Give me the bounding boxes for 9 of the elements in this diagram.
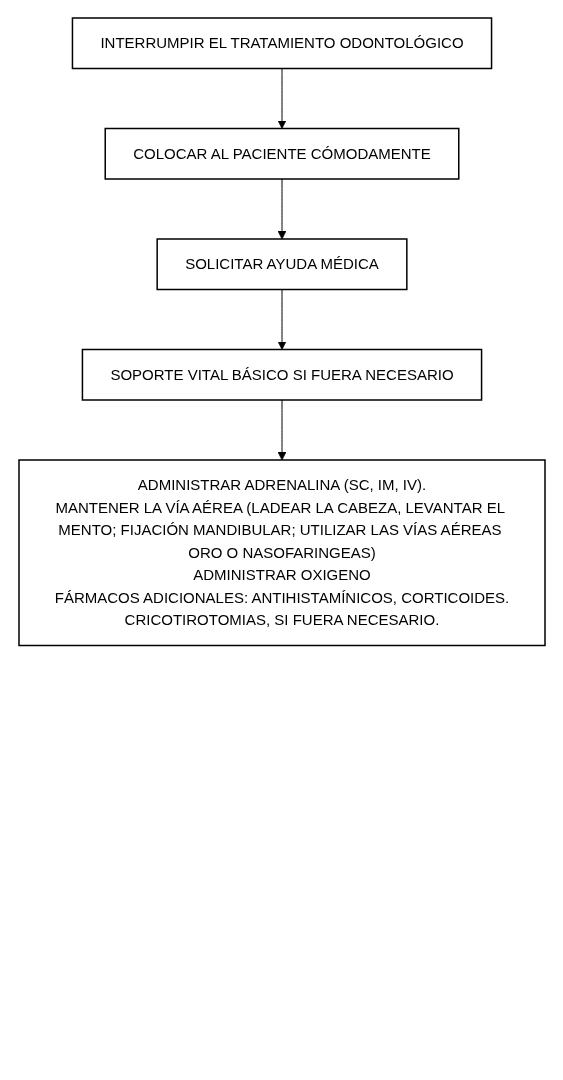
arrow: [277, 289, 286, 350]
node-box: COLOCAR AL PACIENTE CÓMODAMENTE: [104, 127, 459, 180]
node-box: INTERRUMPIR EL TRATAMIENTO ODONTOLÓGICO: [71, 17, 492, 70]
node-box: ADMINISTRAR ADRENALINA (SC, IM, IV). MANTENER LA VÍA AÉREA (LADEAR LA CABEZA, LEVANTAR EL MENTO; FIJACIÓN MANDIBULAR; UTILIZAR LAS VÍAS AÉREAS ORO O NASOFARINGEAS) ADMINISTRAR OXIGENO FÁRMACOS ADICIONALES: ANTIHISTAMÍNICOS, CORTICOIDES. CRICOTIROTOMIAS, SI FUERA NECESARIO.: [17, 459, 546, 647]
arrow: [277, 399, 286, 461]
node-box: SOPORTE VITAL BÁSICO SI FUERA NECESARIO: [81, 348, 482, 401]
arrow: [277, 68, 286, 129]
arrow: [277, 178, 286, 240]
node-box: SOLICITAR AYUDA MÉDICA: [155, 238, 408, 291]
